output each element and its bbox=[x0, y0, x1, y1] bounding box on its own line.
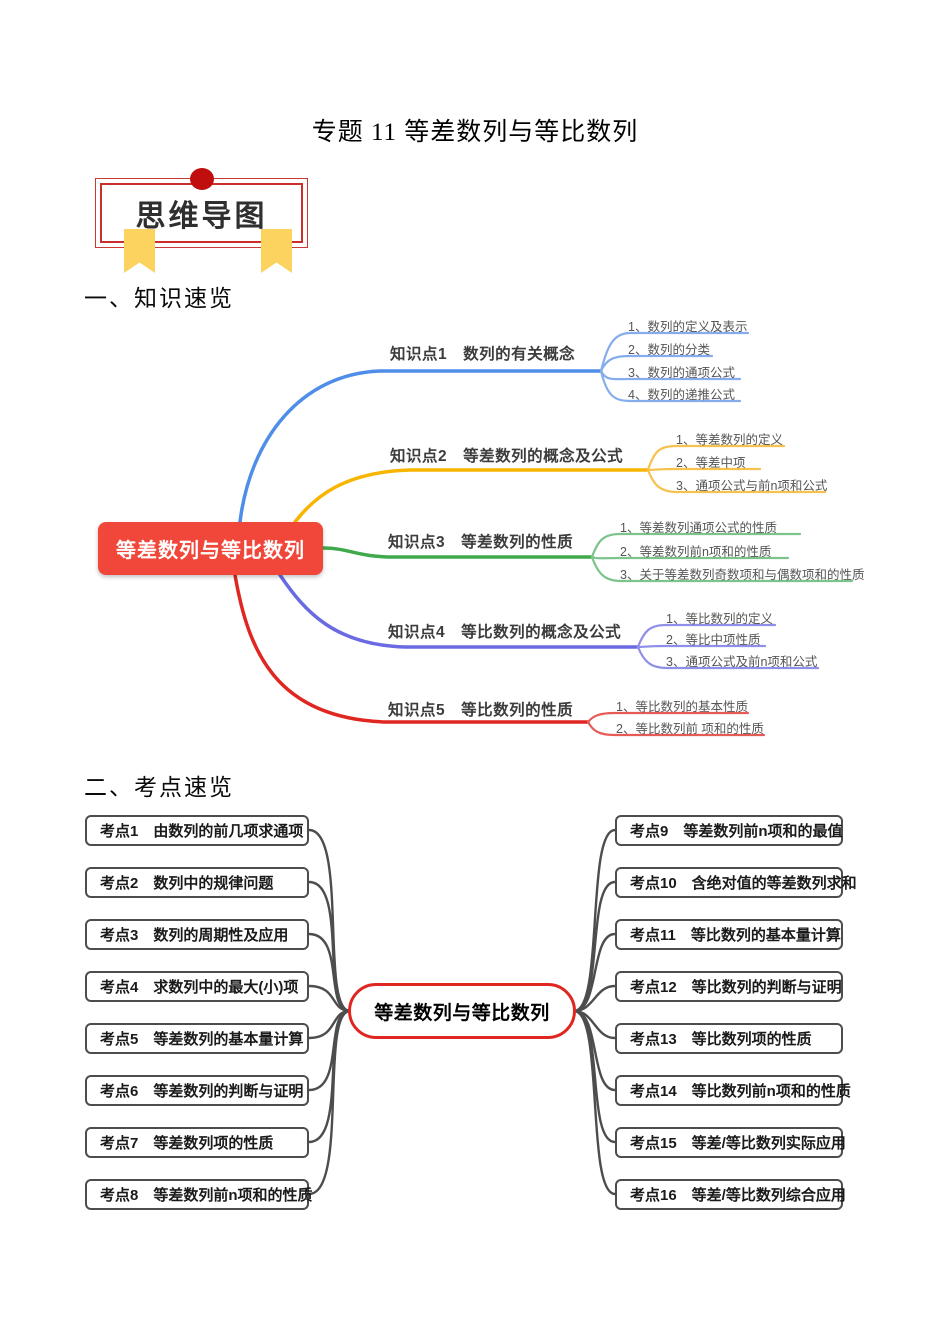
subitem-1-4: 4、数列的递推公式 bbox=[628, 388, 735, 402]
badge-ribbon-left-icon bbox=[124, 229, 155, 273]
knowledge-mindmap: 等差数列与等比数列 知识点1 数列的有关概念 知识点2 等差数列的概念及公式 知… bbox=[0, 300, 950, 770]
exam-point-6: 考点6 等差数列的判断与证明 bbox=[85, 1075, 309, 1106]
badge-dot-icon bbox=[189, 168, 214, 190]
knowledge-center-node: 等差数列与等比数列 bbox=[98, 522, 323, 575]
badge-ribbon-right-icon bbox=[261, 229, 292, 273]
knowledge-mindmap-curves bbox=[233, 331, 854, 737]
branch-label-5: 知识点5 等比数列的性质 bbox=[388, 702, 574, 719]
exam-point-12: 考点12 等比数列的判断与证明 bbox=[615, 971, 843, 1002]
exam-mindmap: 等差数列与等比数列 考点1 由数列的前几项求通项 考点2 数列中的规律问题 考点… bbox=[0, 800, 950, 1236]
section-heading-exam: 二、考点速览 bbox=[84, 774, 234, 800]
page-title: 专题 11 等差数列与等比数列 bbox=[311, 119, 639, 146]
mindmap-badge: 思维导图 bbox=[95, 168, 308, 273]
subitem-3-3: 3、关于等差数列奇数项和与偶数项和的性质 bbox=[620, 568, 865, 582]
badge-inner-frame: 思维导图 bbox=[100, 183, 303, 243]
exam-point-3: 考点3 数列的周期性及应用 bbox=[85, 919, 309, 950]
subitem-5-2: 2、等比数列前 项和的性质 bbox=[616, 722, 764, 736]
subitem-1-1: 1、数列的定义及表示 bbox=[628, 320, 748, 334]
subitem-4-2: 2、等比中项性质 bbox=[666, 633, 761, 647]
exam-point-15: 考点15 等差/等比数列实际应用 bbox=[615, 1127, 846, 1158]
subitem-2-3: 3、通项公式与前n项和公式 bbox=[676, 479, 828, 493]
badge-label: 思维导图 bbox=[135, 200, 268, 233]
section-heading-knowledge: 一、知识速览 bbox=[84, 285, 234, 311]
exam-point-8: 考点8 等差数列前n项和的性质 bbox=[85, 1179, 313, 1210]
subitem-4-3: 3、通项公式及前n项和公式 bbox=[666, 655, 818, 669]
branch-label-3: 知识点3 等差数列的性质 bbox=[388, 534, 574, 551]
exam-point-7: 考点7 等差数列项的性质 bbox=[85, 1127, 309, 1158]
exam-point-4: 考点4 求数列中的最大(小)项 bbox=[85, 971, 309, 1002]
exam-point-11: 考点11 等比数列的基本量计算 bbox=[615, 919, 843, 950]
subitem-4-1: 1、等比数列的定义 bbox=[666, 612, 773, 626]
branch-label-4: 知识点4 等比数列的概念及公式 bbox=[388, 624, 622, 641]
exam-mindmap-curves bbox=[307, 828, 617, 1196]
exam-point-16: 考点16 等差/等比数列综合应用 bbox=[615, 1179, 846, 1210]
exam-point-10: 考点10 含绝对值的等差数列求和 bbox=[615, 867, 857, 898]
exam-point-5: 考点5 等差数列的基本量计算 bbox=[85, 1023, 309, 1054]
exam-point-9: 考点9 等差数列前n项和的最值 bbox=[615, 815, 843, 846]
branch-label-1: 知识点1 数列的有关概念 bbox=[390, 346, 576, 363]
exam-point-14: 考点14 等比数列前n项和的性质 bbox=[615, 1075, 851, 1106]
exam-point-13: 考点13 等比数列项的性质 bbox=[615, 1023, 843, 1054]
subitem-2-1: 1、等差数列的定义 bbox=[676, 433, 783, 447]
branch-label-2: 知识点2 等差数列的概念及公式 bbox=[390, 448, 624, 465]
subitem-3-1: 1、等差数列通项公式的性质 bbox=[620, 521, 777, 535]
subitem-2-2: 2、等差中项 bbox=[676, 456, 746, 470]
subitem-1-2: 2、数列的分类 bbox=[628, 343, 710, 357]
subitem-1-3: 3、数列的通项公式 bbox=[628, 366, 735, 380]
exam-point-2: 考点2 数列中的规律问题 bbox=[85, 867, 309, 898]
exam-point-1: 考点1 由数列的前几项求通项 bbox=[85, 815, 309, 846]
subitem-3-2: 2、等差数列前n项和的性质 bbox=[620, 545, 772, 559]
subitem-5-1: 1、等比数列的基本性质 bbox=[616, 700, 748, 714]
exam-center-node: 等差数列与等比数列 bbox=[348, 983, 576, 1039]
